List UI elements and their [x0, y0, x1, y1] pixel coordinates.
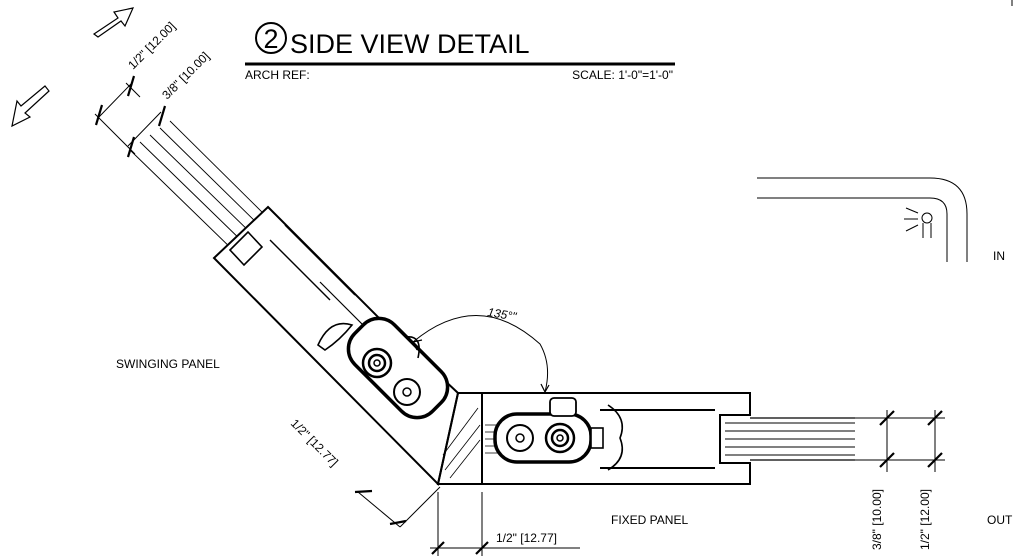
- dim-bottom-horiz: 1/2" [12.77]: [496, 531, 557, 545]
- dim-swing-inner: 3/8" [10.00]: [159, 49, 212, 102]
- bottom-horiz-dimension: [430, 492, 580, 556]
- swinging-panel-label: SWINGING PANEL: [116, 357, 220, 371]
- fixed-clamp-screws: [493, 397, 624, 471]
- fixed-panel-glass: [725, 417, 855, 461]
- title-block: 2 SIDE VIEW DETAIL ARCH REF: SCALE: 1'-0…: [245, 22, 675, 82]
- bottom-diag-dimension: [354, 486, 441, 528]
- out-label: OUT: [987, 513, 1013, 527]
- fixed-dimension-lines: [855, 410, 945, 472]
- detail-number: 2: [263, 24, 278, 54]
- angle-indicator: [412, 315, 550, 393]
- swing-dimension-lines: [94, 75, 167, 158]
- dim-fixed-outer: 1/2" [12.00]: [918, 489, 932, 550]
- wall-outline: [757, 177, 968, 262]
- light-fixture-icon: [904, 207, 933, 238]
- angle-label: 135°": [486, 305, 518, 324]
- dim-swing-outer: 1/2" [12.00]: [125, 19, 178, 72]
- scale-label: SCALE: 1'-0"=1'-0": [572, 68, 673, 82]
- arch-ref-label: ARCH REF:: [245, 68, 310, 82]
- dim-fixed-inner: 3/8" [10.00]: [870, 489, 884, 550]
- swinging-clamp-screws: [317, 316, 450, 420]
- in-label: IN: [993, 249, 1005, 263]
- close-arrow-icon: [11, 85, 50, 128]
- fixed-panel-label: FIXED PANEL: [611, 513, 688, 527]
- page-title: SIDE VIEW DETAIL: [290, 29, 530, 59]
- open-arrow-icon: [92, 7, 135, 38]
- swinging-clamp-body: [212, 205, 460, 487]
- detail-number-bubble: [255, 22, 287, 54]
- swinging-panel-glass: [129, 120, 273, 256]
- dim-bottom-diag: 1/2" [12.77]: [288, 416, 341, 469]
